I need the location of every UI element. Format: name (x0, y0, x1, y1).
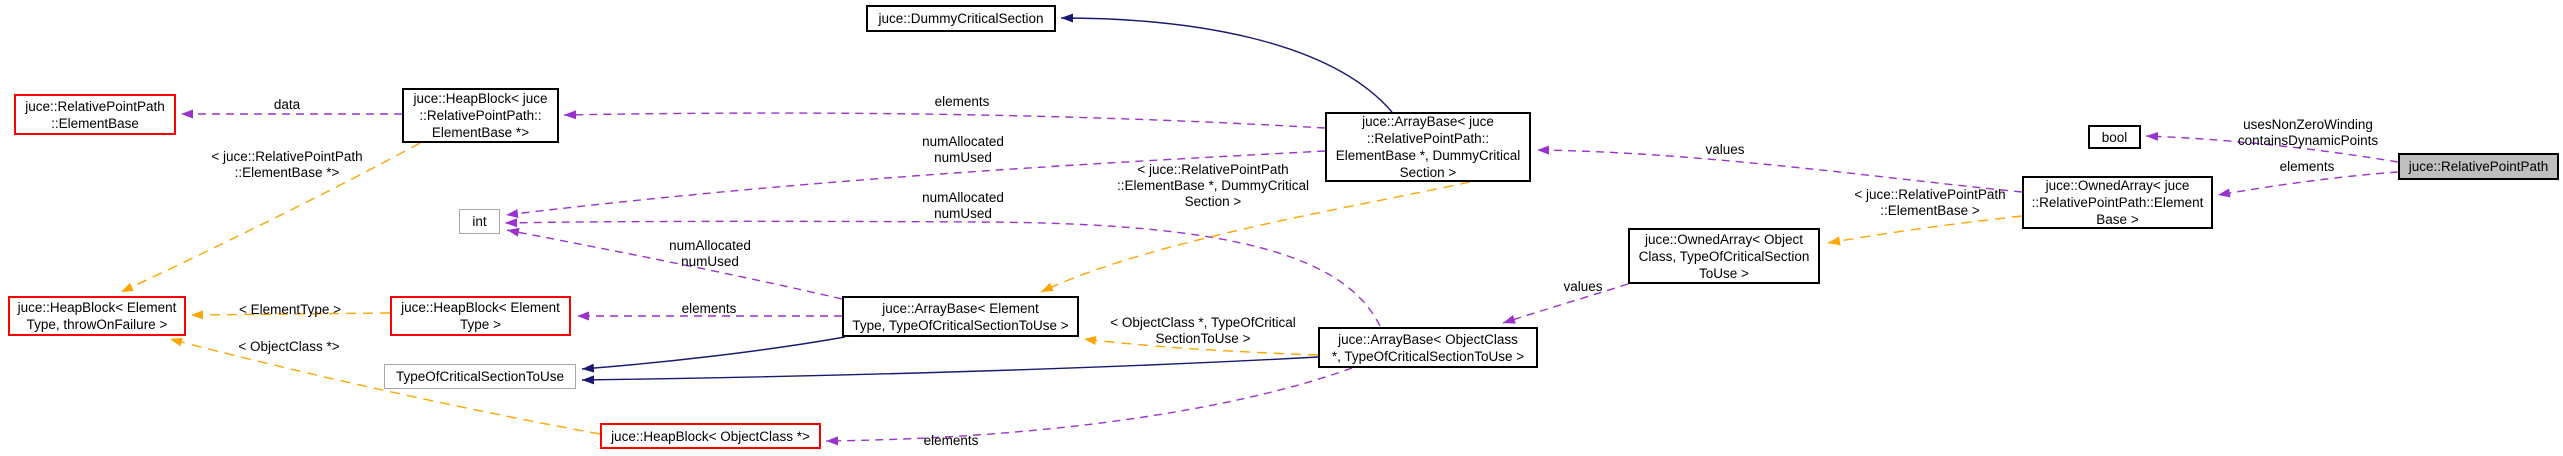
edge-label-template-heapblock-rpp: < juce::RelativePointPath ::ElementBase … (211, 149, 363, 180)
edge-label-elements-heapblock-rpp: elements (934, 94, 990, 109)
edge-label-elements-arraybase-objectclass: elements (923, 433, 979, 448)
edge-inherit-typeofcriticalsection-from-arraybase-elementtype (581, 336, 846, 373)
edge-usesnonzerowinding-bool (2145, 131, 2399, 163)
edge-label-values-ownedarray-generic: values (1563, 279, 1603, 294)
edge-elements-arraybase-objectclass (825, 367, 1353, 446)
edge-label-elements-relativepointpath: elements (2279, 159, 2335, 174)
edge-label-template-ownedarray-rpp: < juce::RelativePointPath ::ElementBase … (1854, 187, 2006, 218)
edge-elements-heapblock-rpp (563, 110, 1326, 129)
node-arraybase-rpp-elementbase[interactable]: juce::ArrayBase< juce ::RelativePointPat… (1325, 112, 1531, 182)
edge-label-data: data (273, 97, 301, 112)
node-bool: bool (2088, 125, 2141, 149)
edge-template-ownedarray-rpp (1827, 215, 2023, 246)
edge-label-numallocated-arraybase-rpp: numAllocated numUsed (922, 134, 1004, 165)
node-relative-point-path-element-base[interactable]: juce::RelativePointPath ::ElementBase (14, 94, 176, 135)
node-heapblock-elementtype[interactable]: juce::HeapBlock< Element Type > (390, 296, 571, 336)
edge-label-template-heapblock-objectclass: < ObjectClass *> (238, 339, 340, 354)
node-arraybase-objectclass[interactable]: juce::ArrayBase< ObjectClass *, TypeOfCr… (1318, 327, 1538, 368)
edge-label-numallocated-arraybase-objectclass: numAllocated numUsed (922, 190, 1004, 221)
edge-numallocated-arraybase-elementtype-int (506, 227, 843, 300)
edge-inherit-typeofcriticalsection-from-arraybase-objectclass (581, 356, 1319, 385)
edge-numallocated-arraybase-rpp-int (505, 150, 1326, 219)
edge-values-ownedarray-rpp (1536, 145, 2023, 193)
edge-template-arraybase-rpp (1040, 181, 1471, 293)
edge-values-ownedarray-generic (1502, 283, 1629, 324)
node-heapblock-elementtype-throwonfailure[interactable]: juce::HeapBlock< Element Type, throwOnFa… (8, 296, 186, 336)
node-heapblock-rpp-elementbase[interactable]: juce::HeapBlock< juce ::RelativePointPat… (402, 88, 559, 143)
edge-label-numallocated-arraybase-elementtype: numAllocated numUsed (669, 238, 751, 269)
node-ownedarray-rpp-elementbase[interactable]: juce::OwnedArray< juce ::RelativePointPa… (2022, 176, 2213, 229)
node-relative-point-path-current: juce::RelativePointPath (2398, 153, 2559, 180)
edge-template-heapblock-rpp (120, 142, 421, 293)
edge-label-template-arraybase-rpp: < juce::RelativePointPath ::ElementBase … (1116, 162, 1310, 209)
node-type-of-critical-section-to-use: TypeOfCriticalSectionToUse (384, 364, 576, 389)
edge-label-template-arraybase-objectclass: < ObjectClass *, TypeOfCritical SectionT… (1110, 315, 1296, 346)
node-arraybase-elementtype[interactable]: juce::ArrayBase< Element Type, TypeOfCri… (842, 296, 1079, 337)
edge-elements-relativepointpath (2217, 171, 2399, 198)
edge-template-arraybase-objectclass (1083, 336, 1319, 356)
edge-inherit-dummycriticalsection (1060, 13, 1393, 113)
node-dummy-critical-section[interactable]: juce::DummyCriticalSection (866, 5, 1056, 32)
edge-template-heapblock-objectclass (169, 337, 601, 435)
edge-label-template-heapblock-elementtype: < ElementType > (238, 302, 342, 317)
edge-label-values-ownedarray-rpp: values (1705, 142, 1745, 157)
node-heapblock-objectclass[interactable]: juce::HeapBlock< ObjectClass *> (600, 423, 821, 449)
node-ownedarray-generic[interactable]: juce::OwnedArray< Object Class, TypeOfCr… (1628, 228, 1820, 284)
edge-label-usesnonzerowinding: usesNonZeroWinding containsDynamicPoints (2237, 117, 2379, 148)
edge-label-elements-arraybase-elementtype: elements (681, 301, 737, 316)
node-int: int (459, 209, 500, 234)
